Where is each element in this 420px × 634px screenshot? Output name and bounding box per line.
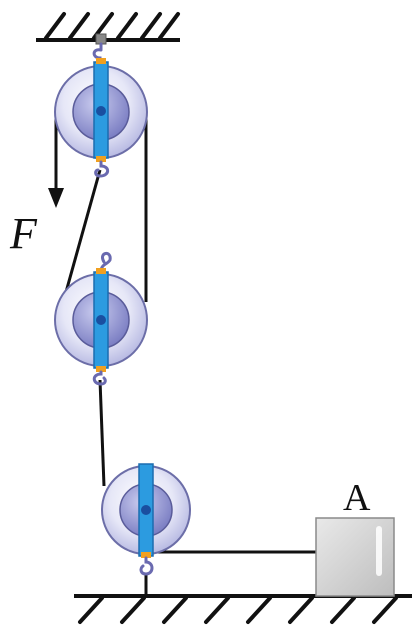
block-a <box>315 517 395 597</box>
hook-icon <box>94 160 110 178</box>
block-label: A <box>343 477 371 519</box>
hook-icon <box>99 252 112 278</box>
hook-icon <box>92 42 103 64</box>
rope-diagonal <box>64 169 102 293</box>
rope-middle-lower <box>98 379 106 487</box>
pulley-top <box>54 42 148 178</box>
ropes <box>64 112 318 596</box>
force-label: F <box>9 209 38 258</box>
hook-icon <box>139 556 154 576</box>
pulley-bottom <box>101 463 191 576</box>
ceiling <box>36 12 180 45</box>
hook-icon <box>92 370 107 386</box>
pulley-middle <box>54 252 148 386</box>
ground <box>74 594 412 624</box>
